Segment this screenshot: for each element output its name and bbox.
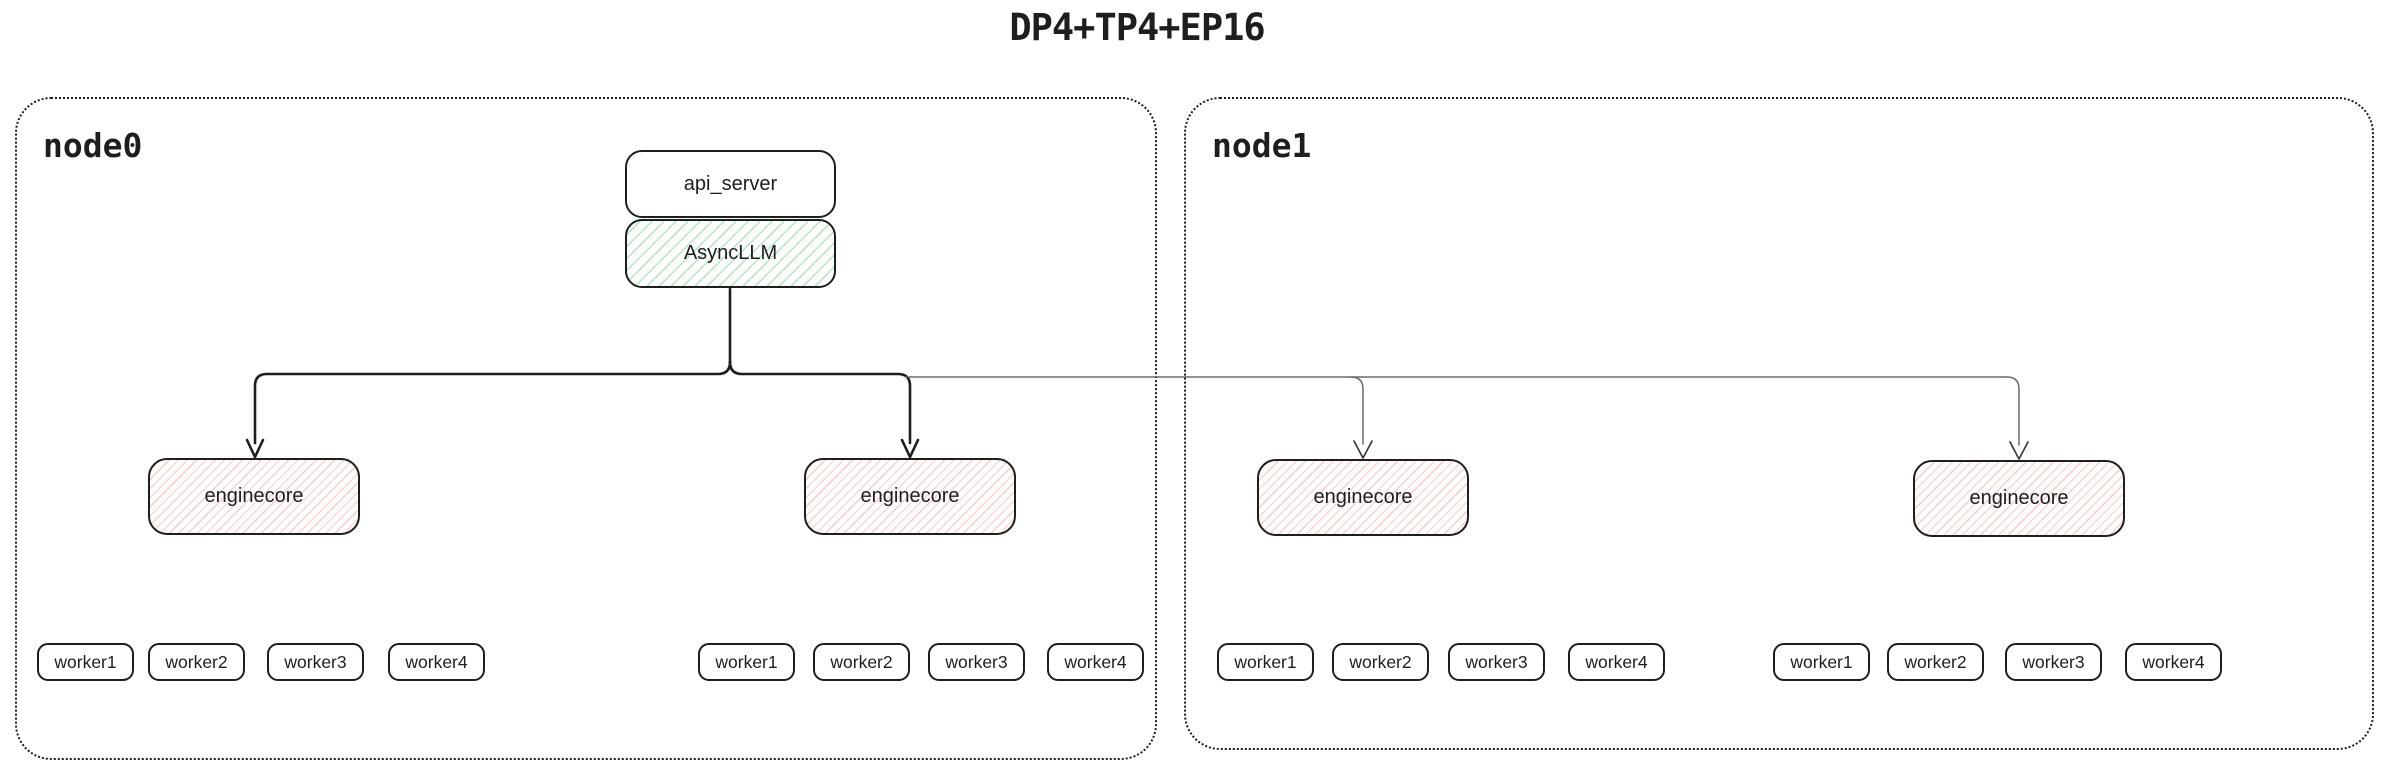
- node1-label: node1: [1212, 126, 1312, 165]
- node0-group2-worker2: worker2: [813, 643, 910, 681]
- node0-group2-worker4: worker4: [1047, 643, 1144, 681]
- node0-group1-worker3: worker3: [267, 643, 364, 681]
- diagram-title: DP4+TP4+EP16: [1009, 6, 1265, 49]
- asyncllm-box: AsyncLLM: [625, 219, 836, 288]
- node0-group2-worker1: worker1: [698, 643, 795, 681]
- enginecore-label: enginecore: [204, 485, 304, 507]
- node1-group1-worker3: worker3: [1448, 643, 1545, 681]
- node0-enginecore-1: enginecore: [148, 458, 360, 535]
- node1-group1-worker4: worker4: [1568, 643, 1665, 681]
- node0-label: node0: [43, 126, 143, 165]
- enginecore-label: enginecore: [1969, 487, 2069, 509]
- enginecore-label: enginecore: [1313, 486, 1413, 508]
- node1-group1-worker1: worker1: [1217, 643, 1314, 681]
- node1-group2-worker4: worker4: [2125, 643, 2222, 681]
- node1-group2-worker2: worker2: [1887, 643, 1984, 681]
- node0-container: [15, 97, 1157, 760]
- node1-group2-worker1: worker1: [1773, 643, 1870, 681]
- node0-group1-worker4: worker4: [388, 643, 485, 681]
- api-server-box: api_server: [625, 150, 836, 218]
- node0-enginecore-2: enginecore: [804, 458, 1016, 535]
- node0-group1-worker2: worker2: [148, 643, 245, 681]
- api-server-label: api_server: [683, 172, 778, 195]
- node1-group1-worker2: worker2: [1332, 643, 1429, 681]
- asyncllm-label: AsyncLLM: [683, 242, 778, 264]
- node1-group2-worker3: worker3: [2005, 643, 2102, 681]
- node0-group1-worker1: worker1: [37, 643, 134, 681]
- node1-enginecore-1: enginecore: [1257, 459, 1469, 536]
- node0-group2-worker3: worker3: [928, 643, 1025, 681]
- node1-enginecore-2: enginecore: [1913, 460, 2125, 537]
- enginecore-label: enginecore: [860, 485, 960, 507]
- node1-container: [1184, 97, 2374, 750]
